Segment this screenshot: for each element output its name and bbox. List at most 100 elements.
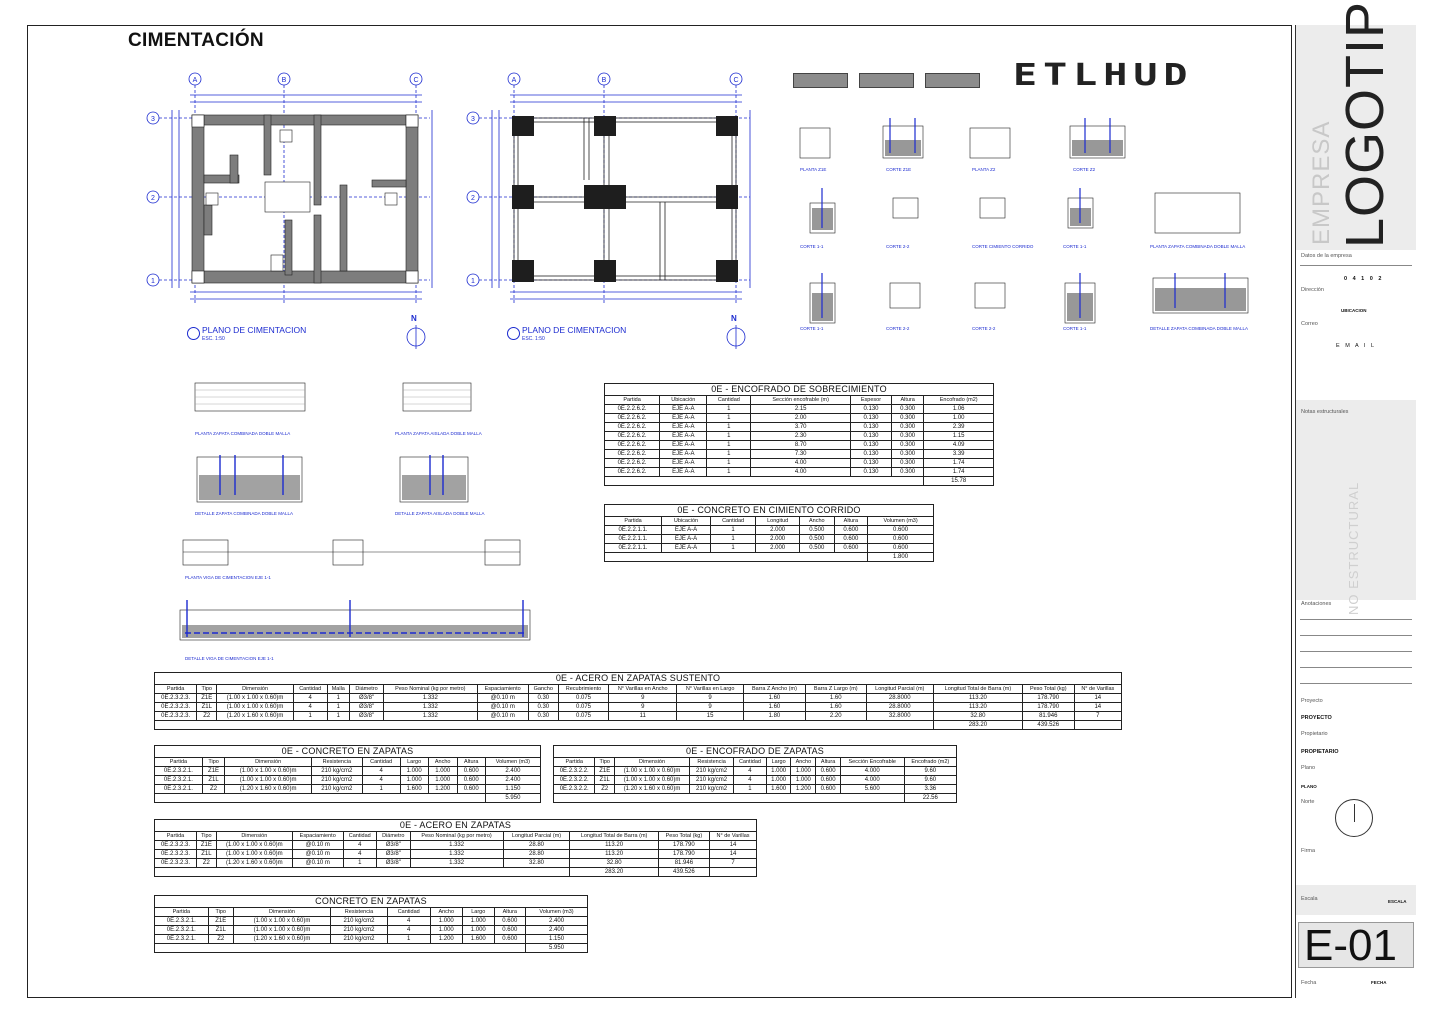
table-cell: 8.70 bbox=[750, 440, 852, 450]
table-cell: 0E.2.3.2.1. bbox=[154, 934, 209, 944]
column-header: Tipo bbox=[196, 684, 218, 694]
table-cell: 113.20 bbox=[569, 840, 659, 850]
table-cell: 0E.2.3.2.1. bbox=[154, 925, 209, 935]
table-cell: Ø3/8" bbox=[375, 840, 411, 850]
table-cell: @0.10 m bbox=[476, 702, 529, 712]
column-header: Ancho bbox=[790, 757, 817, 767]
table-total: 15.78 bbox=[923, 476, 994, 486]
table-cell: Z2 bbox=[201, 784, 226, 794]
table-cell: 4 bbox=[292, 693, 328, 703]
column-header: Largo bbox=[461, 907, 495, 917]
table-total: 1.800 bbox=[867, 552, 934, 562]
column-header: Resistencia bbox=[311, 757, 363, 767]
owner-label: Propietario bbox=[1301, 731, 1328, 737]
table-cell: 0.600 bbox=[456, 766, 486, 776]
table-cell: 210 kg/cm2 bbox=[311, 784, 363, 794]
table-cell: 2.00 bbox=[750, 413, 852, 423]
table-cell: Z2 bbox=[594, 784, 615, 794]
table-total: 5.950 bbox=[484, 793, 542, 803]
table-cell: 1.80 bbox=[742, 711, 806, 721]
table-cell: 4 bbox=[342, 840, 377, 850]
table-cell: 2.400 bbox=[484, 775, 542, 785]
column-header: Cantidad bbox=[361, 757, 401, 767]
column-header: Volumen (m3) bbox=[867, 516, 934, 526]
column-header: Ubicación bbox=[661, 516, 711, 526]
table-cell: 1 bbox=[326, 711, 351, 721]
table-cell: (1.20 x 1.60 x 0.60)m bbox=[224, 784, 312, 794]
detail-caption: CORTE 2-2 bbox=[886, 244, 910, 249]
table-cell: 1 bbox=[706, 431, 752, 441]
table-cell: 1.332 bbox=[383, 693, 478, 703]
table-cell: 0.600 bbox=[867, 543, 934, 553]
non-structural-watermark: NO ESTRUCTURAL bbox=[1346, 481, 1361, 615]
table-cell: 0.130 bbox=[850, 458, 892, 468]
table-cell: 4 bbox=[361, 766, 401, 776]
table-cell: 3.36 bbox=[903, 784, 958, 794]
column-header: Diámetro bbox=[375, 831, 411, 841]
plan-value: PLANO bbox=[1301, 784, 1317, 789]
table-cell: 4 bbox=[292, 702, 328, 712]
table-title: 0E - CONCRETO EN CIMIENTO CORRIDO bbox=[604, 504, 934, 517]
table-cell: 1 bbox=[709, 534, 757, 544]
table-cell: 28.80 bbox=[502, 849, 571, 859]
axis-label: C bbox=[413, 77, 418, 84]
column-header: Espaciamiento bbox=[476, 684, 529, 694]
column-header: Diámetro bbox=[349, 684, 385, 694]
table-cell: 1 bbox=[706, 440, 752, 450]
column-header: Largo bbox=[765, 757, 792, 767]
table-cell: 1 bbox=[706, 422, 752, 432]
table-cell: (1.00 x 1.00 x 0.60)m bbox=[216, 693, 294, 703]
plan-label: Plano bbox=[1301, 765, 1316, 771]
table-cell: 1.60 bbox=[804, 702, 867, 712]
detail-caption: PLANTA ZAPATA COMBINADA DOBLE MALLA bbox=[195, 431, 291, 436]
table-cell: 2.39 bbox=[923, 422, 994, 432]
detail-caption: DETALLE VIGA DE CIMENTACION EJE 1-1 bbox=[185, 656, 274, 661]
table-cell: 1.332 bbox=[409, 840, 504, 850]
table-cell: 1.200 bbox=[429, 934, 463, 944]
table-cell: 0.300 bbox=[890, 467, 925, 477]
table-cell: 0E.2.2.1.1. bbox=[603, 534, 663, 544]
table-cell: 0.130 bbox=[850, 422, 892, 432]
column-header: Espesor bbox=[850, 395, 892, 405]
sheet-code: E-01 bbox=[1304, 921, 1397, 970]
table-cell: Z1E bbox=[195, 840, 217, 850]
column-header: Cantidad bbox=[342, 831, 377, 841]
table-title: CONCRETO EN ZAPATAS bbox=[154, 895, 588, 908]
table-cell: EJE A-A bbox=[659, 458, 708, 468]
table-cell: 1.332 bbox=[383, 702, 478, 712]
plan-scale: ESC. 1:50 bbox=[522, 336, 545, 342]
column-header: Partida bbox=[603, 516, 663, 526]
table-cell: 9 bbox=[676, 702, 744, 712]
table-cell: 0.075 bbox=[557, 693, 610, 703]
north-compass-icon bbox=[1335, 799, 1373, 837]
column-header: N° Varillas en Ancho bbox=[608, 684, 678, 694]
column-header: Encofrado (m2) bbox=[903, 757, 958, 767]
column-header: Dimensión bbox=[613, 757, 691, 767]
plan-caption: PLANO DE CIMENTACION bbox=[202, 325, 307, 335]
table-cell: 0.600 bbox=[833, 543, 869, 553]
table-cell: Ø3/8" bbox=[349, 693, 385, 703]
table-total: 283.20 bbox=[932, 720, 1023, 730]
column-header: Altura bbox=[493, 907, 527, 917]
table-cell: 0.300 bbox=[890, 458, 925, 468]
table-cell: 0.600 bbox=[815, 775, 841, 785]
table-cell: 0.130 bbox=[850, 431, 892, 441]
table-title: 0E - ACERO EN ZAPATAS SUSTENTO bbox=[154, 672, 1122, 685]
signature-label: Firma bbox=[1301, 848, 1316, 854]
table-cell: 2.15 bbox=[750, 404, 852, 414]
table-cell: 0.600 bbox=[815, 784, 841, 794]
table-cell: Z1E bbox=[196, 693, 218, 703]
table-cell: 1.600 bbox=[461, 934, 495, 944]
table-cell: (1.00 x 1.00 x 0.60)m bbox=[224, 775, 312, 785]
table-cell: 4 bbox=[342, 849, 377, 859]
table-cell: 1.15 bbox=[923, 431, 994, 441]
column-header: Cantidad bbox=[706, 395, 752, 405]
table-cell: 0.075 bbox=[557, 711, 610, 721]
table-cell: 1 bbox=[361, 784, 401, 794]
table-cell: 0.600 bbox=[833, 525, 869, 535]
detail-caption: CORTE 1-1 bbox=[1063, 244, 1087, 249]
